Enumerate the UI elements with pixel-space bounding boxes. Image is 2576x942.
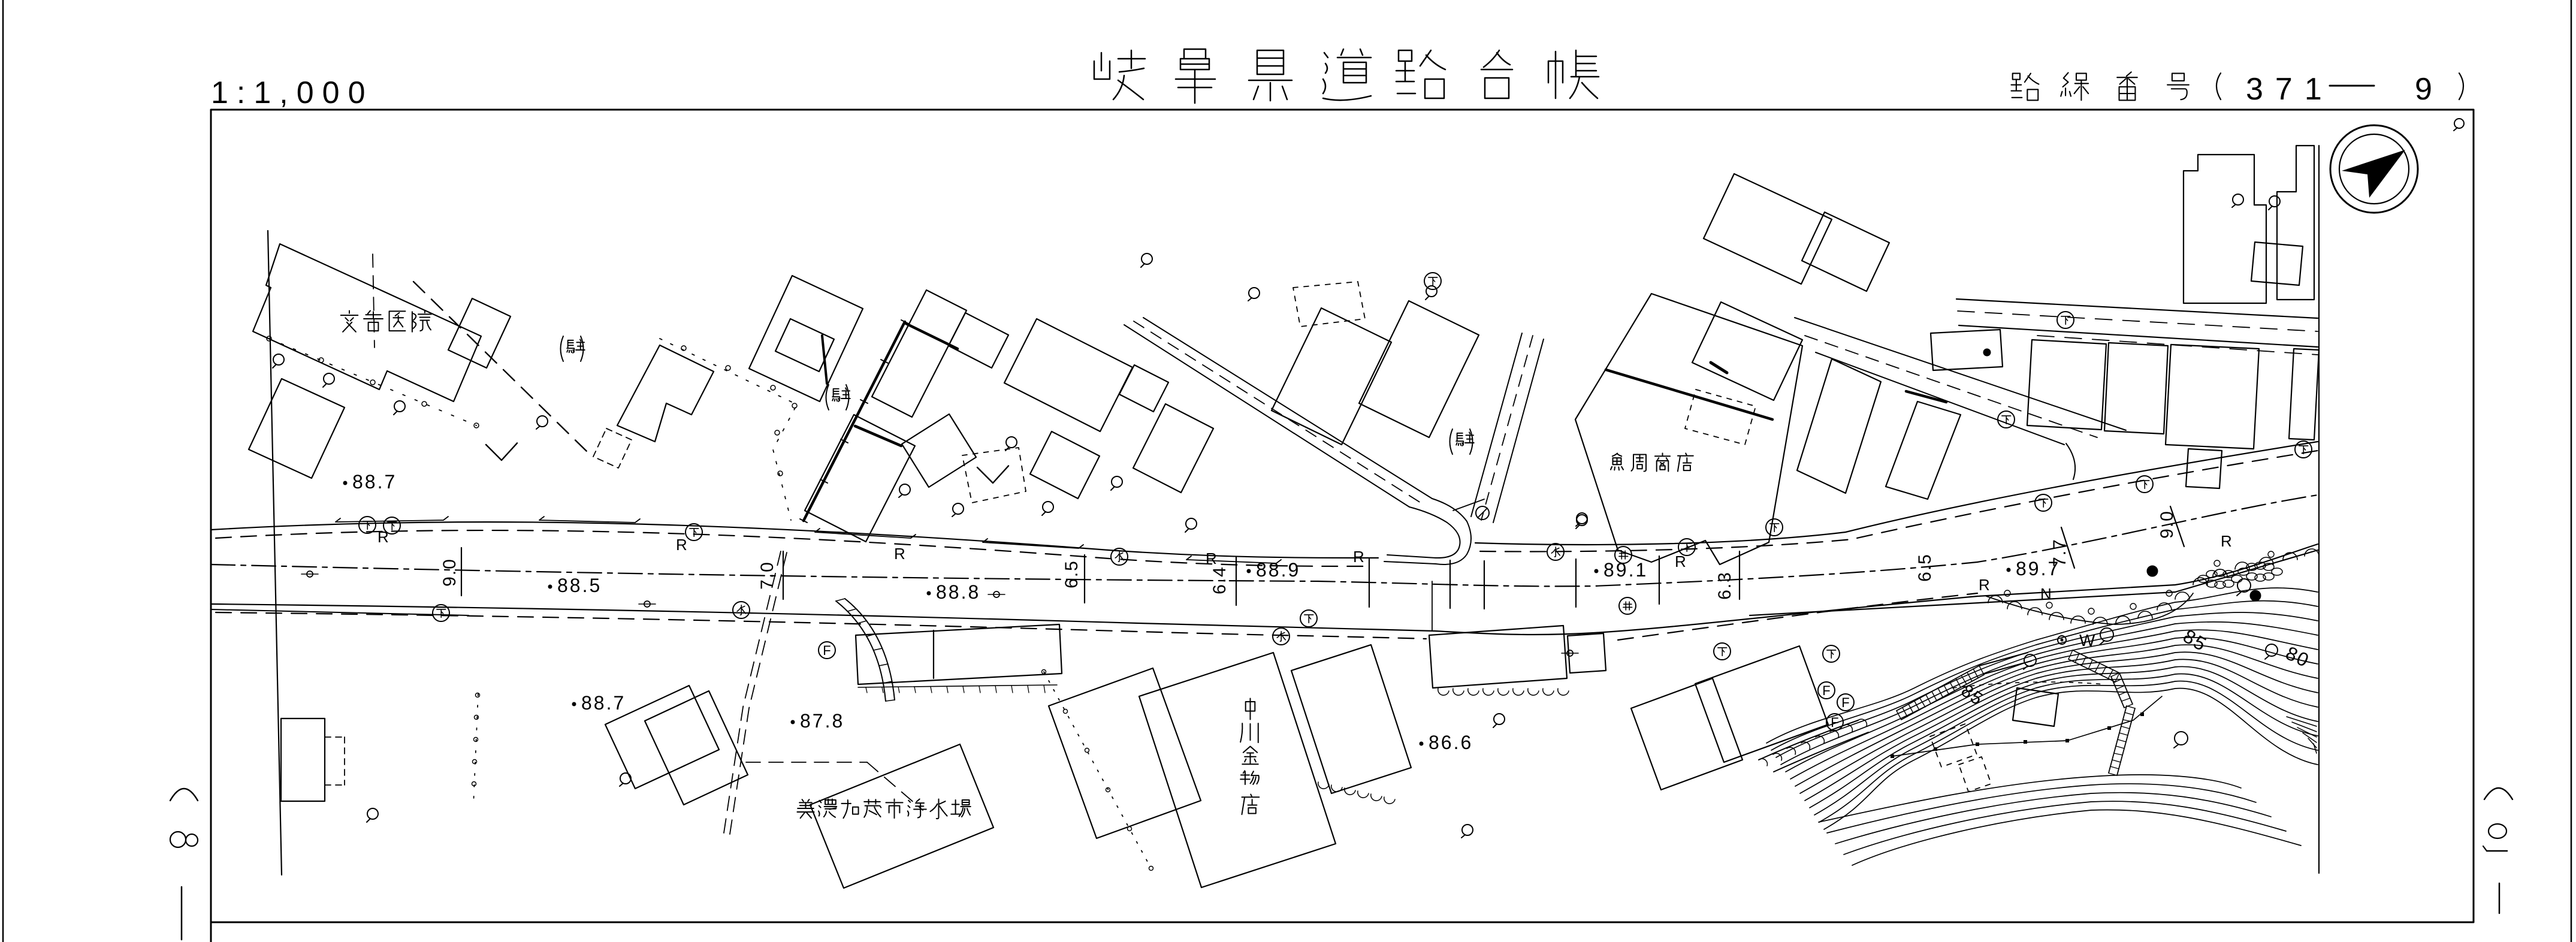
svg-text:9.0: 9.0 (440, 558, 460, 587)
svg-text:F: F (823, 643, 831, 658)
svg-text:1:1,000: 1:1,000 (211, 76, 374, 110)
svg-text:R: R (1675, 552, 1686, 570)
svg-text:F: F (1822, 683, 1830, 698)
svg-text:N: N (2040, 585, 2052, 603)
svg-text:R: R (378, 528, 389, 546)
svg-text:F: F (1831, 715, 1838, 730)
svg-text:371: 371 (2246, 72, 2334, 107)
svg-text:87.8: 87.8 (800, 710, 844, 732)
svg-text:R: R (894, 545, 905, 563)
svg-text:6.5: 6.5 (1062, 560, 1082, 588)
svg-text:R: R (2221, 532, 2232, 550)
svg-text:6.3: 6.3 (1715, 571, 1735, 600)
svg-text:89.7: 89.7 (2016, 558, 2060, 579)
svg-text:R: R (1206, 550, 1217, 567)
svg-text:6.4: 6.4 (1210, 566, 1230, 594)
svg-text:88.7: 88.7 (581, 692, 626, 714)
svg-text:R: R (676, 536, 687, 554)
svg-text:7.0: 7.0 (757, 561, 777, 590)
svg-text:86.6: 86.6 (1429, 732, 1473, 753)
svg-text:9: 9 (2415, 72, 2432, 107)
svg-text:9.0: 9.0 (2157, 510, 2177, 539)
svg-text:F: F (1841, 695, 1849, 710)
svg-text:7.7: 7.7 (2050, 538, 2070, 567)
svg-text:88.8: 88.8 (936, 581, 980, 603)
svg-text:88.5: 88.5 (557, 575, 602, 596)
svg-text:6.5: 6.5 (1915, 553, 1935, 582)
svg-text:R: R (1353, 548, 1364, 566)
svg-text:88.7: 88.7 (352, 471, 397, 493)
svg-text:R: R (1979, 576, 1990, 594)
svg-text:80: 80 (2282, 642, 2313, 671)
